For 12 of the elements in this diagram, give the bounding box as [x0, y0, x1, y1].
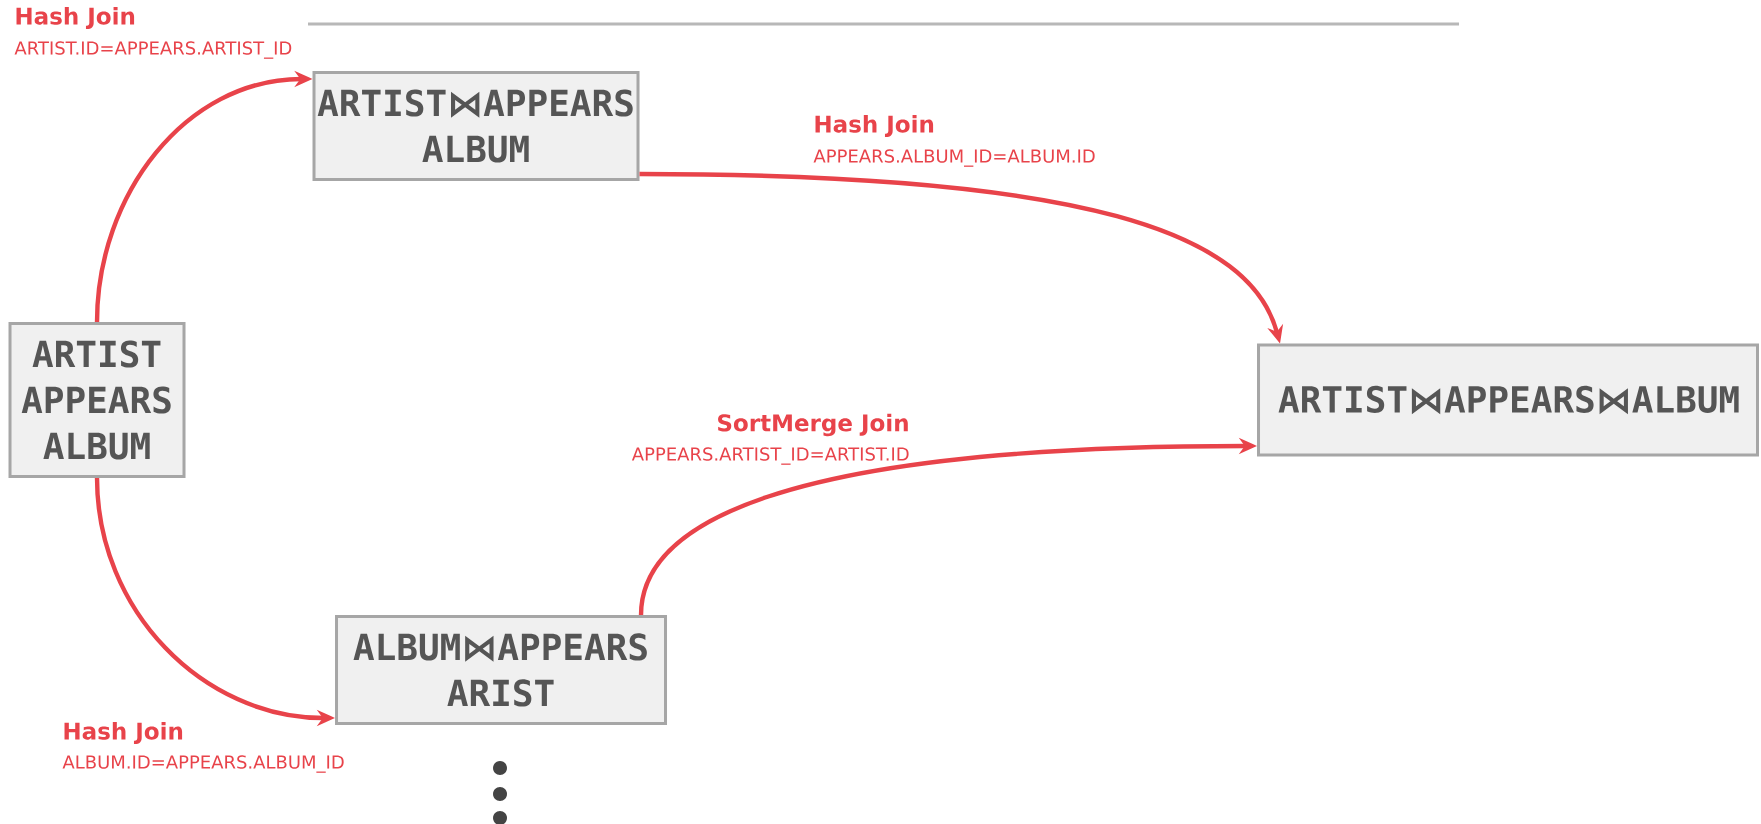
join-box: ALBUM⋈APPEARS ARIST: [335, 615, 667, 725]
edge-label: Hash Join: [815, 114, 934, 138]
join-box: ARTIST APPEARS ALBUM: [8, 322, 186, 478]
join-condition: APPEARS.ARTIST_ID=ARTIST.ID: [631, 447, 909, 465]
edge-label: Hash Join: [16, 6, 135, 30]
join-box: ARTIST⋈APPEARS⋈ALBUM: [1257, 343, 1759, 457]
join-box: ARTIST⋈APPEARS ALBUM: [312, 71, 640, 181]
join-condition: ALBUM.ID=APPEARS.ALBUM_ID: [62, 755, 344, 773]
join-condition: APPEARS.ALBUM_ID=ALBUM.ID: [813, 149, 1095, 167]
join-condition: ARTIST.ID=APPEARS.ARTIST_ID: [14, 41, 292, 59]
edge-label: SortMerge Join: [718, 413, 908, 437]
edge-label: Hash Join: [64, 721, 183, 745]
